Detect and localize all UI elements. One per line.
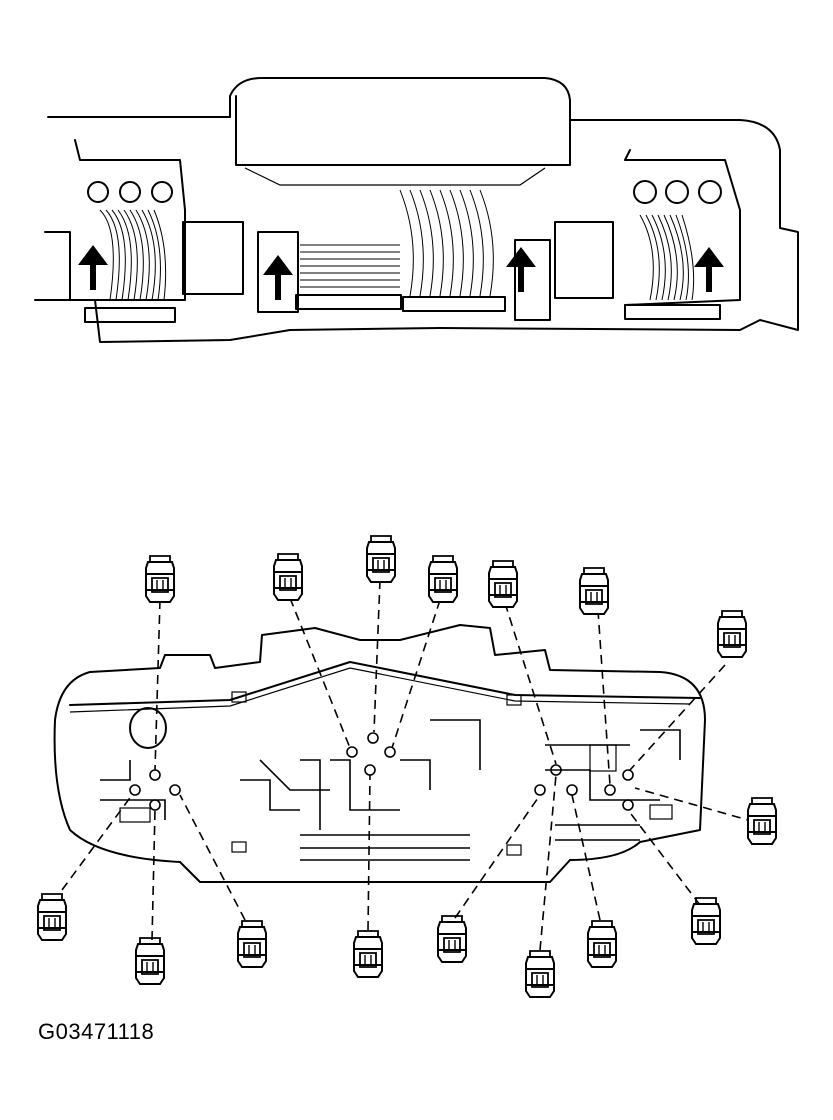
bulb-socket-icon — [437, 915, 467, 963]
socket-hole — [384, 746, 396, 758]
bulb-socket-icon — [488, 560, 518, 608]
socket-hole — [550, 764, 562, 776]
socket-hole — [149, 769, 161, 781]
arrow-icon — [78, 245, 108, 290]
arrow-icon — [263, 255, 293, 300]
socket-hole — [604, 784, 616, 796]
bulb-socket-icon — [37, 893, 67, 941]
arrow-icon — [506, 247, 536, 292]
socket-hole — [367, 732, 379, 744]
figure-code: G03471118 — [38, 1019, 155, 1044]
bulb-socket-icon — [135, 937, 165, 985]
socket-hole — [566, 784, 578, 796]
bulb-socket-icon — [237, 920, 267, 968]
bulb-socket-icon — [747, 797, 777, 845]
socket-hole — [364, 764, 376, 776]
socket-hole — [622, 769, 634, 781]
socket-hole — [129, 784, 141, 796]
bulb-socket-icon — [145, 555, 175, 603]
bulb-socket-icon — [428, 555, 458, 603]
bulb-socket-icon — [525, 950, 555, 998]
socket-hole — [534, 784, 546, 796]
bulb-socket-icon — [691, 897, 721, 945]
socket-hole — [346, 746, 358, 758]
cluster-top-view — [34, 77, 799, 343]
bulb-socket-icon — [353, 930, 383, 978]
arrow-icon — [694, 247, 724, 292]
cluster-bottom-view — [37, 535, 777, 998]
bulb-socket-icon — [579, 567, 609, 615]
socket-hole — [149, 799, 161, 811]
bulb-socket-icon — [366, 535, 396, 583]
socket-hole — [169, 784, 181, 796]
bulb-socket-icon — [717, 610, 747, 658]
socket-hole — [622, 799, 634, 811]
bulb-socket-icon — [587, 920, 617, 968]
bulb-socket-icon — [273, 553, 303, 601]
